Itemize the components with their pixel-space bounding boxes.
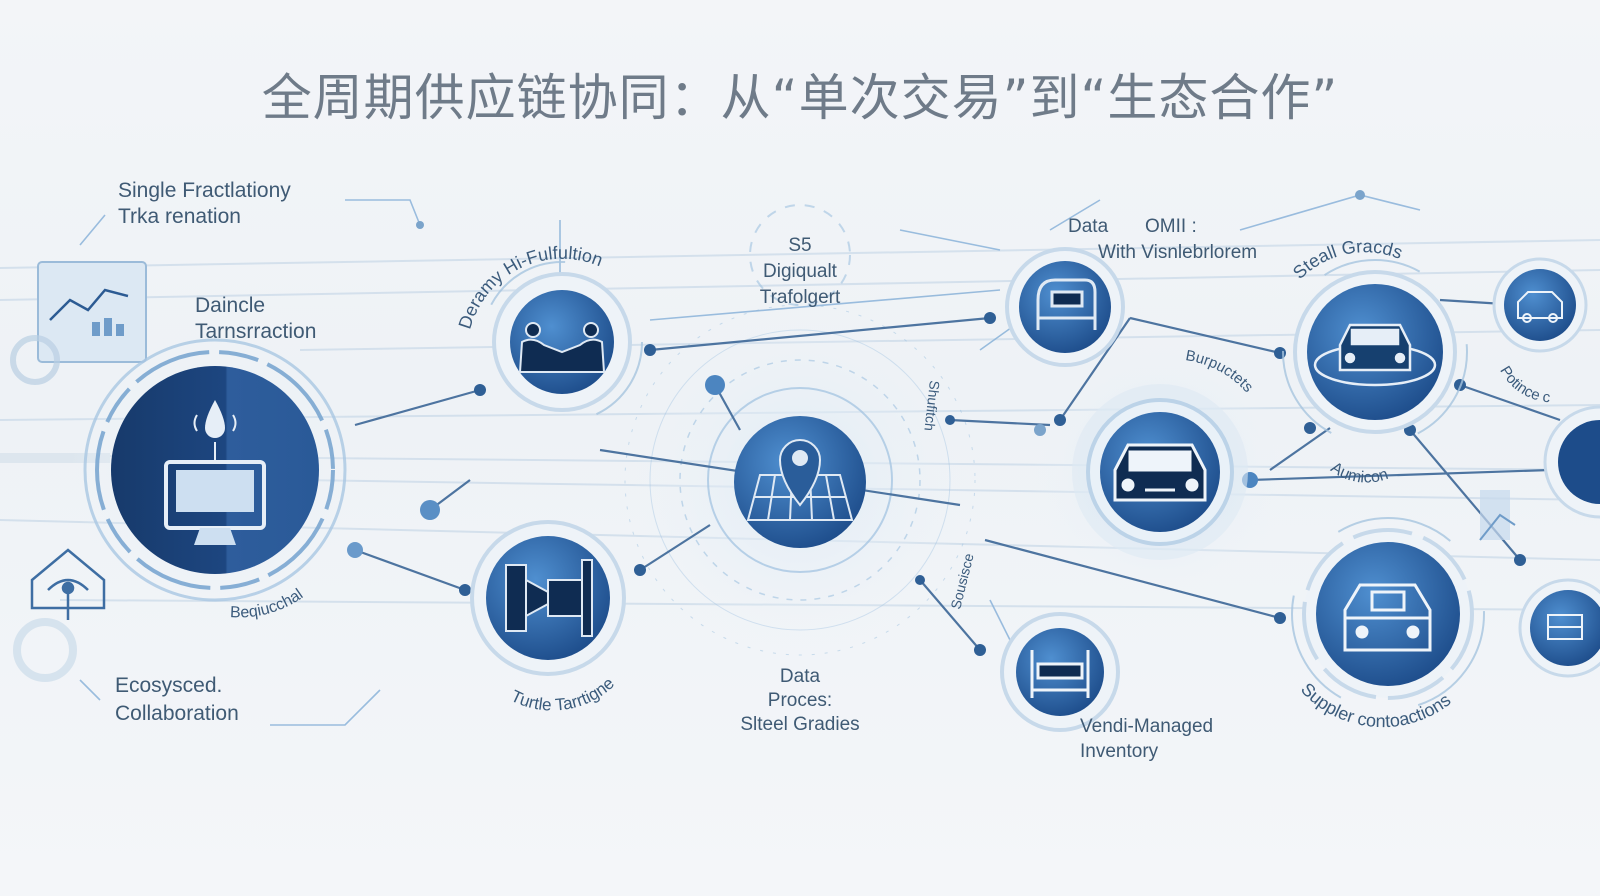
- dance-line-1: Daincle: [195, 294, 266, 317]
- handshake-node: [492, 272, 632, 412]
- vmi-line-2: Inventory: [1080, 741, 1159, 762]
- right-decorations: [1479, 490, 1516, 541]
- lift-icon: [1030, 650, 1090, 698]
- data-line-2: Proces:: [767, 690, 833, 711]
- data-process-label: Data Proces: Slteel Gradies: [700, 665, 900, 737]
- machine-icon: [505, 559, 593, 637]
- monitor-icon: [164, 400, 266, 545]
- omi-title: OMII :: [1145, 216, 1197, 237]
- vmi-label: Vendi-Managed Inventory: [1080, 714, 1213, 764]
- node-rings: [481, 259, 1485, 711]
- car-fleet-icon: [1313, 323, 1437, 387]
- left-decorations: [10, 261, 147, 682]
- eco-line-1: Ecosysced.: [115, 674, 223, 697]
- s5-line-1: S5: [788, 235, 812, 256]
- omi-subtitle: With Visnlebrlorem: [1098, 242, 1258, 263]
- small-car-node: [1492, 257, 1588, 353]
- ecosystem-collaboration-label: Ecosysced. Collaboration: [115, 672, 239, 728]
- box-icon: [1547, 614, 1583, 640]
- s5-digital-label: S5 Digiqualt Trafolgert: [740, 233, 860, 311]
- s5-line-3: Trafolgert: [759, 287, 841, 308]
- arc-label-turtle: Turtle Tarrtigne: [508, 674, 618, 715]
- car-front-icon: [1113, 443, 1207, 502]
- single-line-1: Single Fractlationy: [118, 179, 291, 202]
- dance-line-2: Tarnsrraction: [195, 320, 317, 343]
- van-node: [1302, 528, 1474, 700]
- box-node: [1518, 578, 1600, 678]
- vertical-label-2: Sousisce: [947, 551, 976, 610]
- map-node: [734, 416, 866, 548]
- omi-data-word: Data: [1068, 216, 1109, 237]
- seat-icon: [1036, 278, 1097, 330]
- s5-line-2: Digiqualt: [763, 261, 837, 282]
- data-line-1: Data: [779, 666, 821, 687]
- handshake-icon: [518, 322, 606, 373]
- vmi-line-1: Vendi-Managed: [1080, 716, 1214, 737]
- cars-node: [1293, 270, 1457, 434]
- van-icon: [1343, 583, 1432, 652]
- single-line-2: Trka renation: [118, 205, 241, 228]
- monitor-node: [83, 338, 347, 602]
- edge-node: [1543, 405, 1600, 519]
- map-pin-icon: [746, 439, 854, 521]
- lift-node: [1000, 612, 1120, 732]
- dance-transaction-label: Daincle Tarnsrraction: [195, 293, 316, 345]
- house-icon: [30, 548, 106, 620]
- arc-label-aumicon: Aumicon: [1328, 459, 1391, 486]
- seat-node: [1005, 247, 1125, 367]
- machine-node: [470, 520, 626, 676]
- small-car-icon: [1517, 291, 1563, 323]
- page-title: 全周期供应链协同：从“单次交易”到“生态合作”: [261, 69, 1339, 127]
- vertical-label-1: Shufitch: [921, 380, 942, 432]
- data-line-3: Slteel Gradies: [740, 714, 860, 735]
- map-rings: [624, 204, 976, 656]
- car-front-node: [1072, 384, 1248, 560]
- eco-line-2: Collaboration: [115, 702, 239, 725]
- single-transaction-label: Single Fractlationy Trka renation: [118, 178, 291, 230]
